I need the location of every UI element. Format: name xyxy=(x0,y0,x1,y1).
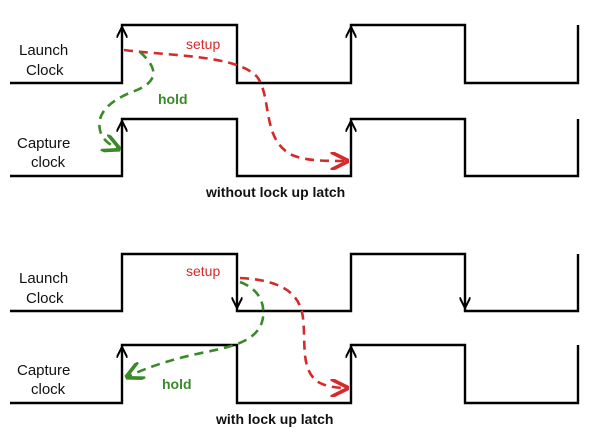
hold-label: hold xyxy=(158,91,188,107)
launch-clock-label-line2: Clock xyxy=(26,290,64,307)
hold-label: hold xyxy=(162,376,192,392)
capture-clock-label-line2: clock xyxy=(31,154,66,171)
setup-path-arrow xyxy=(239,276,347,388)
setup-path-arrow xyxy=(123,48,347,161)
launch-clock-waveform xyxy=(10,23,580,85)
launch-clock-label-line2: Clock xyxy=(26,62,64,79)
setup-label: setup xyxy=(186,36,220,52)
panel-with-lockup-latch: Launch Clock Capture clock setup hold wi… xyxy=(10,252,580,427)
capture-clock-label-line2: clock xyxy=(31,381,66,398)
capture-clock-label-line1: Capture xyxy=(17,362,70,379)
capture-clock-label-line1: Capture xyxy=(17,135,70,152)
caption-without-lockup-latch: without lock up latch xyxy=(205,184,345,200)
capture-clock-waveform xyxy=(10,343,580,405)
launch-clock-label-line1: Launch xyxy=(19,42,68,59)
capture-clock-waveform xyxy=(10,117,580,178)
hold-path-arrow xyxy=(98,51,155,149)
hold-path-arrow xyxy=(127,280,265,377)
panel-without-lockup-latch: Launch Clock Capture clock setup hold wi… xyxy=(10,23,580,200)
setup-label: setup xyxy=(186,263,220,279)
launch-clock-label-line1: Launch xyxy=(19,270,68,287)
launch-clock-waveform xyxy=(10,252,580,313)
caption-with-lockup-latch: with lock up latch xyxy=(215,411,333,427)
